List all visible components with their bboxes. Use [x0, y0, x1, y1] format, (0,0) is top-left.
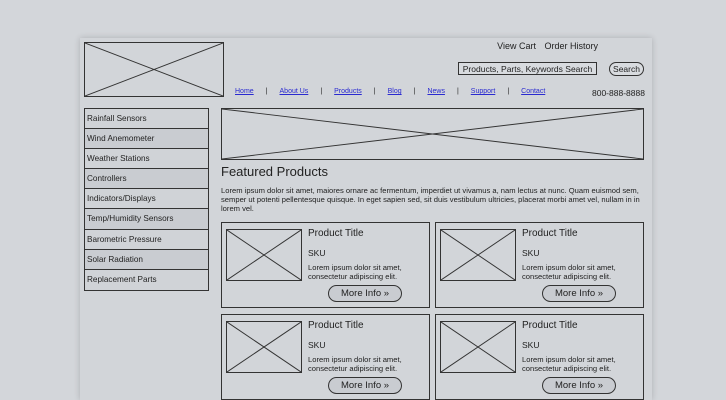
search-button[interactable]: Search: [609, 62, 644, 76]
product-description: Lorem ipsum dolor sit amet, consectetur …: [522, 355, 616, 373]
category-sidebar: Rainfall Sensors Wind Anemometer Weather…: [84, 108, 209, 291]
sidebar-item-barometric-pressure[interactable]: Barometric Pressure: [85, 229, 208, 250]
product-description: Lorem ipsum dolor sit amet, consectetur …: [522, 263, 616, 281]
product-title: Product Title: [308, 228, 364, 239]
more-info-button[interactable]: More Info »: [542, 377, 616, 394]
product-sku: SKU: [308, 248, 326, 258]
nav-separator: |: [265, 88, 268, 95]
search-input[interactable]: Products, Parts, Keywords Search: [458, 62, 597, 75]
nav-products[interactable]: Products: [334, 88, 362, 95]
product-card: Product Title SKU Lorem ipsum dolor sit …: [221, 222, 430, 308]
product-placeholder-image: [440, 229, 516, 281]
main-nav: Home | About Us | Products | Blog | News…: [235, 88, 545, 95]
product-title: Product Title: [308, 320, 364, 331]
banner-placeholder-image: [221, 108, 644, 160]
intro-paragraph: Lorem ipsum dolor sit amet, maiores orna…: [221, 186, 640, 214]
nav-separator: |: [507, 88, 510, 95]
nav-contact[interactable]: Contact: [521, 88, 546, 95]
order-history-link[interactable]: Order History: [544, 41, 598, 51]
nav-about-us[interactable]: About Us: [279, 88, 309, 95]
more-info-button[interactable]: More Info »: [328, 285, 402, 302]
view-cart-link[interactable]: View Cart: [497, 41, 536, 51]
sidebar-item-solar-radiation[interactable]: Solar Radiation: [85, 249, 208, 270]
logo-placeholder-image: [84, 42, 224, 97]
sidebar-item-weather-stations[interactable]: Weather Stations: [85, 149, 208, 170]
product-card: Product Title SKU Lorem ipsum dolor sit …: [221, 314, 430, 400]
more-info-button[interactable]: More Info »: [542, 285, 616, 302]
product-card: Product Title SKU Lorem ipsum dolor sit …: [435, 314, 644, 400]
sidebar-item-controllers[interactable]: Controllers: [85, 169, 208, 190]
phone-number: 800-888-8888: [592, 88, 645, 98]
product-sku: SKU: [522, 340, 540, 350]
product-sku: SKU: [522, 248, 540, 258]
more-info-button[interactable]: More Info »: [328, 377, 402, 394]
sidebar-item-wind-anemometer[interactable]: Wind Anemometer: [85, 129, 208, 150]
product-card: Product Title SKU Lorem ipsum dolor sit …: [435, 222, 644, 308]
account-links: View Cart Order History: [491, 41, 598, 51]
sidebar-item-temp-humidity-sensors[interactable]: Temp/Humidity Sensors: [85, 209, 208, 230]
nav-blog[interactable]: Blog: [387, 88, 402, 95]
wireframe-page: View Cart Order History Products, Parts,…: [80, 38, 652, 400]
product-description: Lorem ipsum dolor sit amet, consectetur …: [308, 263, 402, 281]
nav-news[interactable]: News: [427, 88, 445, 95]
nav-home[interactable]: Home: [235, 88, 254, 95]
nav-separator: |: [320, 88, 323, 95]
product-title: Product Title: [522, 228, 578, 239]
sidebar-item-rainfall-sensors[interactable]: Rainfall Sensors: [85, 109, 208, 130]
nav-separator: |: [373, 88, 376, 95]
product-sku: SKU: [308, 340, 326, 350]
sidebar-item-replacement-parts[interactable]: Replacement Parts: [85, 269, 208, 290]
product-title: Product Title: [522, 320, 578, 331]
product-placeholder-image: [226, 229, 302, 281]
product-placeholder-image: [226, 321, 302, 373]
nav-separator: |: [456, 88, 459, 95]
nav-separator: |: [413, 88, 416, 95]
sidebar-item-indicators-displays[interactable]: Indicators/Displays: [85, 189, 208, 210]
product-description: Lorem ipsum dolor sit amet, consectetur …: [308, 355, 402, 373]
featured-products-heading: Featured Products: [221, 164, 328, 179]
product-placeholder-image: [440, 321, 516, 373]
nav-support[interactable]: Support: [470, 88, 496, 95]
